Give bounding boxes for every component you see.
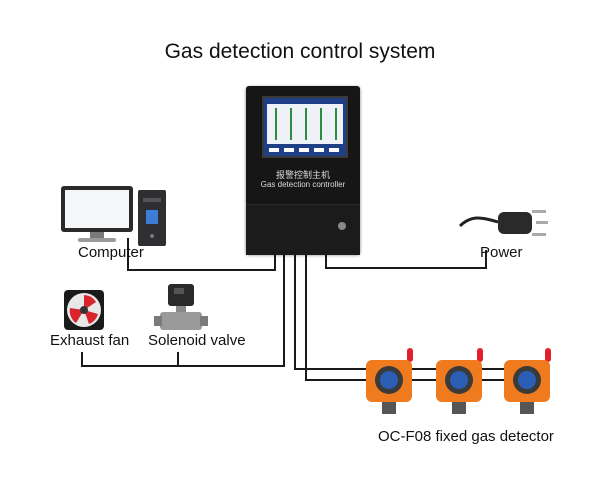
controller-label-cn: 报警控制主机 bbox=[275, 171, 330, 181]
power-label: Power bbox=[480, 244, 523, 261]
controller-display-panel bbox=[267, 104, 343, 152]
controller-screen bbox=[262, 96, 348, 158]
computer-icon bbox=[61, 186, 166, 246]
wire-power bbox=[325, 250, 487, 269]
controller-label-en: Gas detection controller bbox=[260, 180, 346, 189]
gas-detector-2-icon bbox=[436, 348, 483, 414]
wire-actuators bbox=[81, 250, 285, 367]
gas-detection-controller bbox=[246, 86, 360, 255]
solenoid-valve-label: Solenoid valve bbox=[148, 332, 246, 349]
gas-detector-3-icon bbox=[504, 348, 551, 414]
wire-computer bbox=[127, 238, 276, 271]
power-plug-icon bbox=[458, 210, 548, 236]
computer-label: Computer bbox=[78, 244, 144, 261]
diagram-title: Gas detection control system bbox=[164, 40, 436, 63]
gas-detector-1-icon bbox=[366, 348, 413, 414]
exhaust-fan-icon bbox=[64, 290, 104, 330]
exhaust-fan-label: Exhaust fan bbox=[50, 332, 130, 349]
solenoid-valve-icon bbox=[154, 284, 208, 330]
controller-key-lock bbox=[338, 222, 346, 230]
gas-detector-label: OC-F08 fixed gas detector bbox=[378, 428, 554, 445]
